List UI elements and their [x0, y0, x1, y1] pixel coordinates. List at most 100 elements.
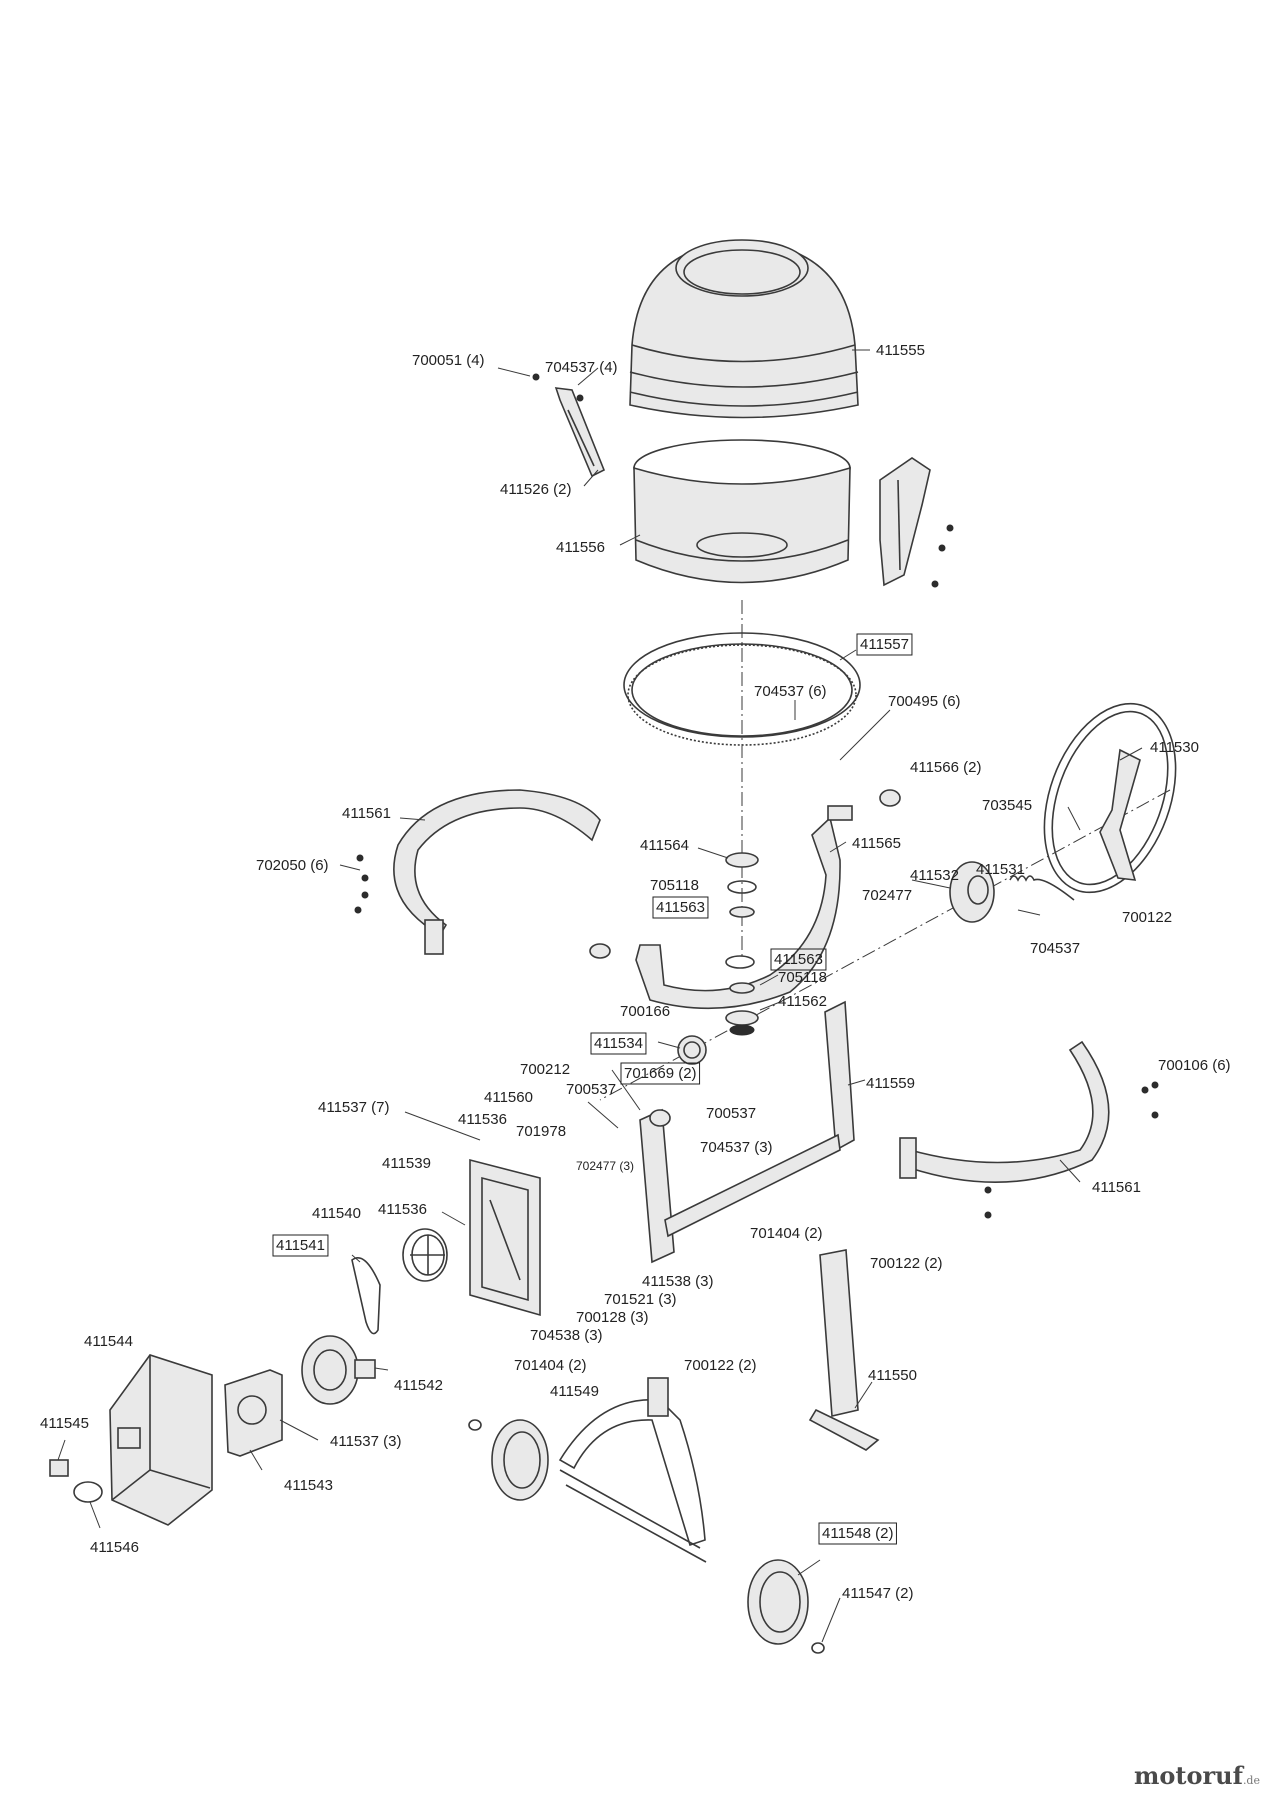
part-label: 700128 (3): [576, 1309, 649, 1326]
part-label: 411531: [976, 861, 1025, 878]
part-label: 411543: [284, 1477, 333, 1494]
part-label: 700166: [620, 1003, 670, 1020]
part-label: 411555: [876, 342, 925, 359]
part-label: 411566 (2): [910, 759, 981, 776]
part-label: 411539: [382, 1155, 431, 1172]
part-label: 411562: [778, 993, 827, 1010]
paddle-left: [532, 373, 606, 478]
part-label: 411549: [550, 1383, 599, 1400]
part-label: 411530: [1150, 739, 1199, 756]
part-label: 411544: [84, 1333, 133, 1350]
label-box: [272, 1234, 329, 1257]
part-label: 704537 (4): [545, 359, 618, 376]
stand-leg: [808, 1249, 880, 1451]
label-box: [770, 948, 827, 971]
part-label: 411547 (2): [842, 1585, 913, 1602]
part-label: 700122: [1122, 909, 1172, 926]
wheel-left: [491, 1419, 549, 1501]
leader-lines: [57, 349, 1143, 1643]
part-label: 700122 (2): [870, 1255, 943, 1272]
part-label: 411537 (3): [330, 1433, 401, 1450]
part-label: 411536: [378, 1201, 427, 1218]
label-box: [818, 1522, 897, 1545]
part-label boxed: 411541: [276, 1237, 325, 1254]
part-label: 700537: [566, 1081, 616, 1098]
motor-cover: [224, 1369, 283, 1457]
watermark-logo: motoruf.de: [1134, 1761, 1260, 1790]
part-label: 705118: [778, 969, 827, 986]
part-label: 704538 (3): [530, 1327, 603, 1344]
part-label: 702477: [862, 887, 912, 904]
label-box: [620, 1062, 701, 1085]
part-label: 702050 (6): [256, 857, 329, 874]
part-label boxed: 411563: [656, 899, 705, 916]
pulley-small: [402, 1228, 448, 1282]
part-label boxed: 411548 (2): [822, 1525, 893, 1542]
part-label: 703545: [982, 797, 1032, 814]
part-label: 411561: [1092, 1179, 1141, 1196]
part-label: 411537 (7): [318, 1099, 389, 1116]
belt: [351, 1257, 381, 1335]
washer-right: [811, 1642, 825, 1654]
motor-plate: [469, 1158, 541, 1317]
label-box: [590, 1032, 647, 1055]
part-label boxed: 411563: [774, 951, 823, 968]
part-label: 411538 (3): [642, 1273, 713, 1290]
part-label: 411556: [556, 539, 605, 556]
part-label: 411526 (2): [500, 481, 571, 498]
part-label: 700106 (6): [1158, 1057, 1231, 1074]
part-label boxed: 411534: [594, 1035, 643, 1052]
part-label: 701404 (2): [514, 1357, 587, 1374]
part-label: 411545: [40, 1415, 89, 1432]
part-label: 411561: [342, 805, 391, 822]
pinion: [677, 1035, 707, 1065]
part-label: 705118: [650, 877, 699, 894]
support-arc-right: [899, 1040, 1159, 1219]
part-label: 704537: [1030, 940, 1080, 957]
label-box: [856, 633, 913, 656]
frame: [639, 1000, 855, 1264]
part-label: 700122 (2): [684, 1357, 757, 1374]
label-box: [652, 896, 709, 919]
part-label: 411560: [484, 1089, 533, 1106]
part-label: 411565: [852, 835, 901, 852]
drawing: [49, 239, 1177, 1654]
part-label: 704537 (6): [754, 683, 827, 700]
part-label: 411559: [866, 1075, 915, 1092]
part-label: 700495 (6): [888, 693, 961, 710]
part-label: 700051 (4): [412, 352, 485, 369]
paddle-right: [879, 457, 954, 588]
motor: [301, 1335, 376, 1405]
wheel-right: [747, 1559, 809, 1645]
drum-bottom: [633, 439, 851, 584]
part-label: 700212: [520, 1061, 570, 1078]
part-label: 411536: [458, 1111, 507, 1128]
part-label boxed: 701669 (2): [624, 1065, 697, 1082]
part-label: 701404 (2): [750, 1225, 823, 1242]
part-label: 700537: [706, 1105, 756, 1122]
switch: [49, 1459, 69, 1477]
drum-top: [629, 239, 859, 419]
clamp: [73, 1481, 103, 1503]
support-arc-left: [354, 789, 601, 955]
handwheel: [1043, 702, 1177, 894]
part-label: 411546: [90, 1539, 139, 1556]
washer-left: [468, 1419, 482, 1431]
part-label: 701978: [516, 1123, 566, 1140]
label-boxes: [272, 633, 913, 1545]
part-label: 411532: [910, 867, 959, 884]
part-label: 411540: [312, 1205, 361, 1222]
gear-ring: [623, 632, 861, 746]
part-label: 704537 (3): [700, 1139, 773, 1156]
part-label: 701521 (3): [604, 1291, 677, 1308]
chassis: [558, 1377, 707, 1563]
housing: [109, 1354, 213, 1526]
bearing-stack: [589, 789, 901, 1036]
part-label: 702477 (3): [576, 1159, 634, 1173]
part-label: 411564: [640, 837, 689, 854]
part-label boxed: 411557: [860, 636, 909, 653]
flange-spring: [949, 861, 1075, 923]
part-labels: 411555 700051 (4) 704537 (4) 411526 (2) …: [40, 342, 1231, 1602]
part-label: 411550: [868, 1367, 917, 1384]
